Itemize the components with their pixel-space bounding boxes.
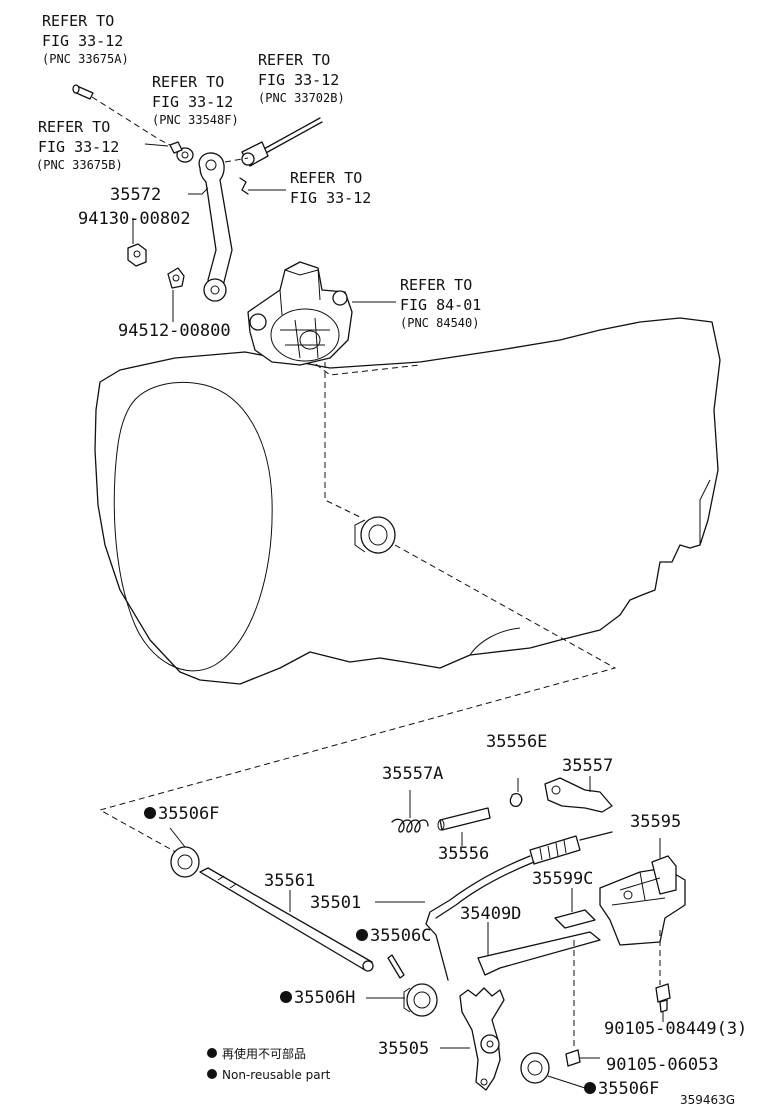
part-35557: 35557 <box>562 756 613 776</box>
part-35572: 35572 <box>110 185 161 205</box>
pin-35556 <box>437 807 491 831</box>
ref-4-line2: FIG 33-12 <box>38 138 119 156</box>
part-35595: 35595 <box>630 812 681 832</box>
bushing-33548f <box>176 147 194 163</box>
part-35599c: 35599C <box>532 869 593 889</box>
part-35561: 35561 <box>264 871 315 891</box>
lever-35572 <box>198 152 233 302</box>
ref-3-line2: FIG 33-12 <box>152 93 233 111</box>
detent-35557 <box>544 777 613 813</box>
part-35556: 35556 <box>438 844 489 864</box>
washer-94512 <box>167 267 185 289</box>
part-35506h: 35506H <box>294 988 355 1008</box>
part-90105-08449: 90105-08449(3) <box>604 1019 747 1039</box>
part-35506f-bottom: 35506F <box>598 1079 659 1099</box>
part-35506f-top: 35506F <box>158 804 219 824</box>
part-35557a: 35557A <box>382 764 443 784</box>
legend-jp: 再使用不可部品 <box>222 1046 306 1061</box>
plate-35409d <box>477 931 601 976</box>
plate-35599c <box>554 909 596 929</box>
cable-end-33702b <box>241 117 323 167</box>
lever-35505 <box>459 987 505 1091</box>
ref-3-line1: REFER TO <box>152 73 224 91</box>
part-35505: 35505 <box>378 1039 429 1059</box>
part-90105-06053: 90105-06053 <box>606 1055 719 1075</box>
bracket-35595 <box>599 855 686 946</box>
ref-2-pnc: (PNC 33702B) <box>258 91 345 105</box>
ref-4-line1: REFER TO <box>38 118 110 136</box>
bolt-90105-06053 <box>565 1049 581 1067</box>
part-94512-00800: 94512-00800 <box>118 321 231 341</box>
ref-3-pnc: (PNC 33548F) <box>152 113 239 127</box>
spring-35557a <box>391 818 429 833</box>
case-bushing <box>354 516 396 554</box>
part-94130-00802: 94130-00802 <box>78 209 191 229</box>
ref-6-line1: REFER TO <box>400 276 472 294</box>
ref-1-pnc: (PNC 33675A) <box>42 52 129 66</box>
part-35501: 35501 <box>310 893 361 913</box>
cable-35501 <box>425 831 613 981</box>
ref-6-pnc: (PNC 84540) <box>400 316 479 330</box>
ref-2-line2: FIG 33-12 <box>258 71 339 89</box>
ref-1-line1: REFER TO <box>42 12 114 30</box>
ref-5-line1: REFER TO <box>290 169 362 187</box>
nonreusable-marker <box>356 929 368 941</box>
shaft-35561 <box>199 867 374 972</box>
transmission-case <box>94 317 721 685</box>
part-35409d: 35409D <box>460 904 521 924</box>
pin-33675a <box>72 84 94 100</box>
switch-leader-dash <box>324 362 363 519</box>
ref-6-line2: FIG 84-01 <box>400 296 481 314</box>
nonreusable-marker <box>144 807 156 819</box>
legend-marker-en <box>207 1069 217 1079</box>
seal-35506f-top <box>170 846 200 878</box>
nonreusable-marker <box>280 991 292 1003</box>
part-35506c: 35506C <box>370 926 431 946</box>
ref-4-pnc: (PNC 33675B) <box>36 158 123 172</box>
washer-33675b <box>169 141 183 154</box>
ref-5-line2: FIG 33-12 <box>290 189 371 207</box>
part-35556e: 35556E <box>486 732 547 752</box>
legend-en: Non-reusable part <box>222 1068 331 1082</box>
nonreusable-marker <box>584 1082 596 1094</box>
nut-94130 <box>127 243 147 267</box>
ref-2-line1: REFER TO <box>258 51 330 69</box>
clip <box>239 177 249 195</box>
neutral-start-switch <box>247 261 353 366</box>
bolt-90105-08449 <box>655 983 671 1013</box>
pin-35506c <box>387 954 405 979</box>
diagram-id: 359463G <box>680 1093 735 1107</box>
ref-1-line2: FIG 33-12 <box>42 32 123 50</box>
bushing-35506h <box>403 983 438 1017</box>
eclip-35556e <box>509 793 523 808</box>
legend-marker-jp <box>207 1048 217 1058</box>
seal-35506f-bottom <box>520 1052 550 1084</box>
